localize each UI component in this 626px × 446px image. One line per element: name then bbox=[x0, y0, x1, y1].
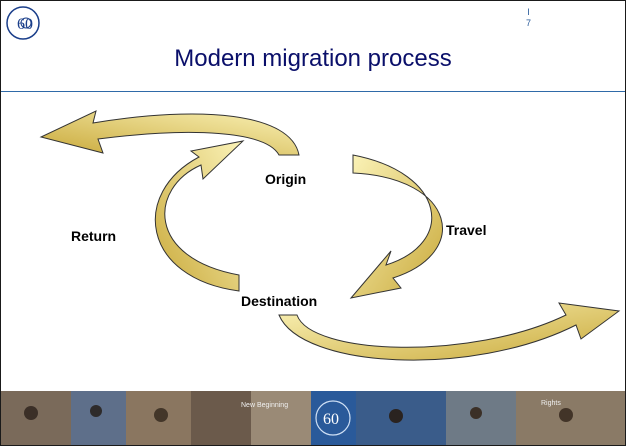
iom-60-logo: 60 bbox=[6, 6, 40, 40]
slide-title: Modern migration process bbox=[174, 45, 452, 72]
node-return: Return bbox=[71, 228, 117, 244]
caption-rights: Rights bbox=[541, 400, 561, 407]
node-travel: Travel bbox=[446, 222, 487, 238]
center-logo-icon bbox=[315, 400, 351, 436]
return-arrow bbox=[154, 140, 245, 292]
page-number: I 7 bbox=[526, 7, 532, 28]
photo-banner: 60 New Beginning Rights bbox=[1, 391, 625, 445]
caption-new-beginning: New Beginning bbox=[241, 402, 288, 409]
photo-crowd-2 bbox=[71, 391, 126, 445]
onward-arrow bbox=[278, 302, 621, 361]
node-destination: Destination bbox=[241, 293, 318, 309]
node-origin: Origin bbox=[265, 171, 307, 187]
photo-crowd-4 bbox=[191, 391, 251, 445]
logo-emblem-text: 60 bbox=[17, 16, 33, 33]
photo-crowd-1 bbox=[1, 391, 71, 445]
travel-arrow bbox=[349, 154, 443, 299]
departure-arrow bbox=[39, 110, 300, 156]
migration-cycle-diagram bbox=[39, 110, 621, 361]
title-divider bbox=[1, 91, 625, 92]
photo-crowd-5 bbox=[251, 391, 311, 445]
photo-crowd-6 bbox=[446, 391, 516, 445]
svg-text:60: 60 bbox=[323, 411, 339, 428]
